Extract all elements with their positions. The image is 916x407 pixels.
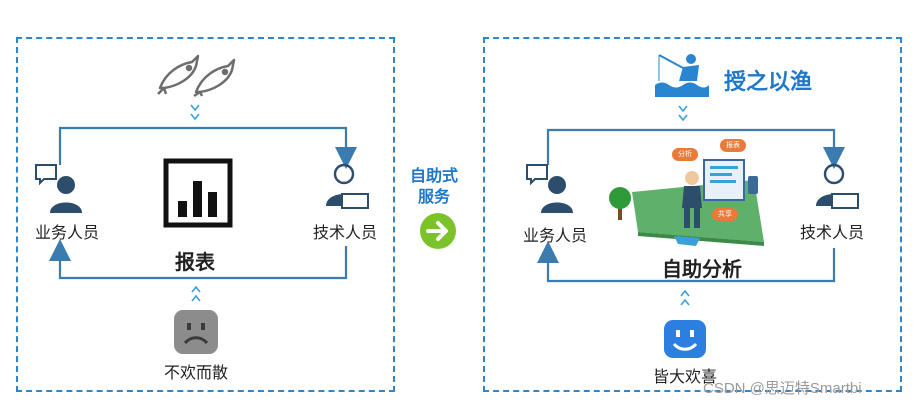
tech-person-icon: [322, 160, 370, 212]
right-center-label: 自助分析: [662, 259, 742, 281]
bar-chart-report-icon: [163, 158, 233, 228]
fishing-icon: [653, 51, 709, 97]
right-tech-person-label: 技术人员: [800, 225, 865, 242]
down-chevron-icon: [677, 104, 689, 129]
happy-face-icon: [663, 319, 707, 359]
left-panel: [16, 37, 395, 392]
tech-person-icon: [812, 160, 860, 212]
fish-icon: [156, 52, 236, 98]
badge-analysis: 分析: [672, 148, 698, 161]
down-chevron-icon: [189, 103, 201, 128]
middle-title-line2: 服务: [418, 189, 451, 206]
right-header-label: 授之以渔: [724, 69, 813, 94]
sad-face-icon: [173, 309, 219, 355]
left-center-label: 报表: [175, 252, 215, 274]
left-business-person-label: 业务人员: [35, 225, 100, 242]
badge-report: 报表: [720, 139, 746, 152]
left-bottom-label: 不欢而散: [164, 365, 229, 382]
right-bottom-label: 皆大欢喜: [653, 369, 718, 386]
left-tech-person-label: 技术人员: [313, 225, 378, 242]
watermark: CSDN @思迈特Smartbi: [703, 380, 862, 397]
right-business-person-label: 业务人员: [523, 228, 588, 245]
up-chevron-icon: [190, 284, 202, 309]
business-person-icon: [525, 163, 577, 215]
middle-title-line1: 自助式: [410, 168, 459, 185]
business-person-icon: [34, 163, 86, 215]
right-panel: [483, 37, 902, 392]
badge-share: 共享: [712, 208, 738, 221]
self-service-platform-icon: [604, 136, 774, 248]
arrow-right-icon: [419, 212, 457, 250]
up-chevron-icon: [679, 288, 691, 313]
